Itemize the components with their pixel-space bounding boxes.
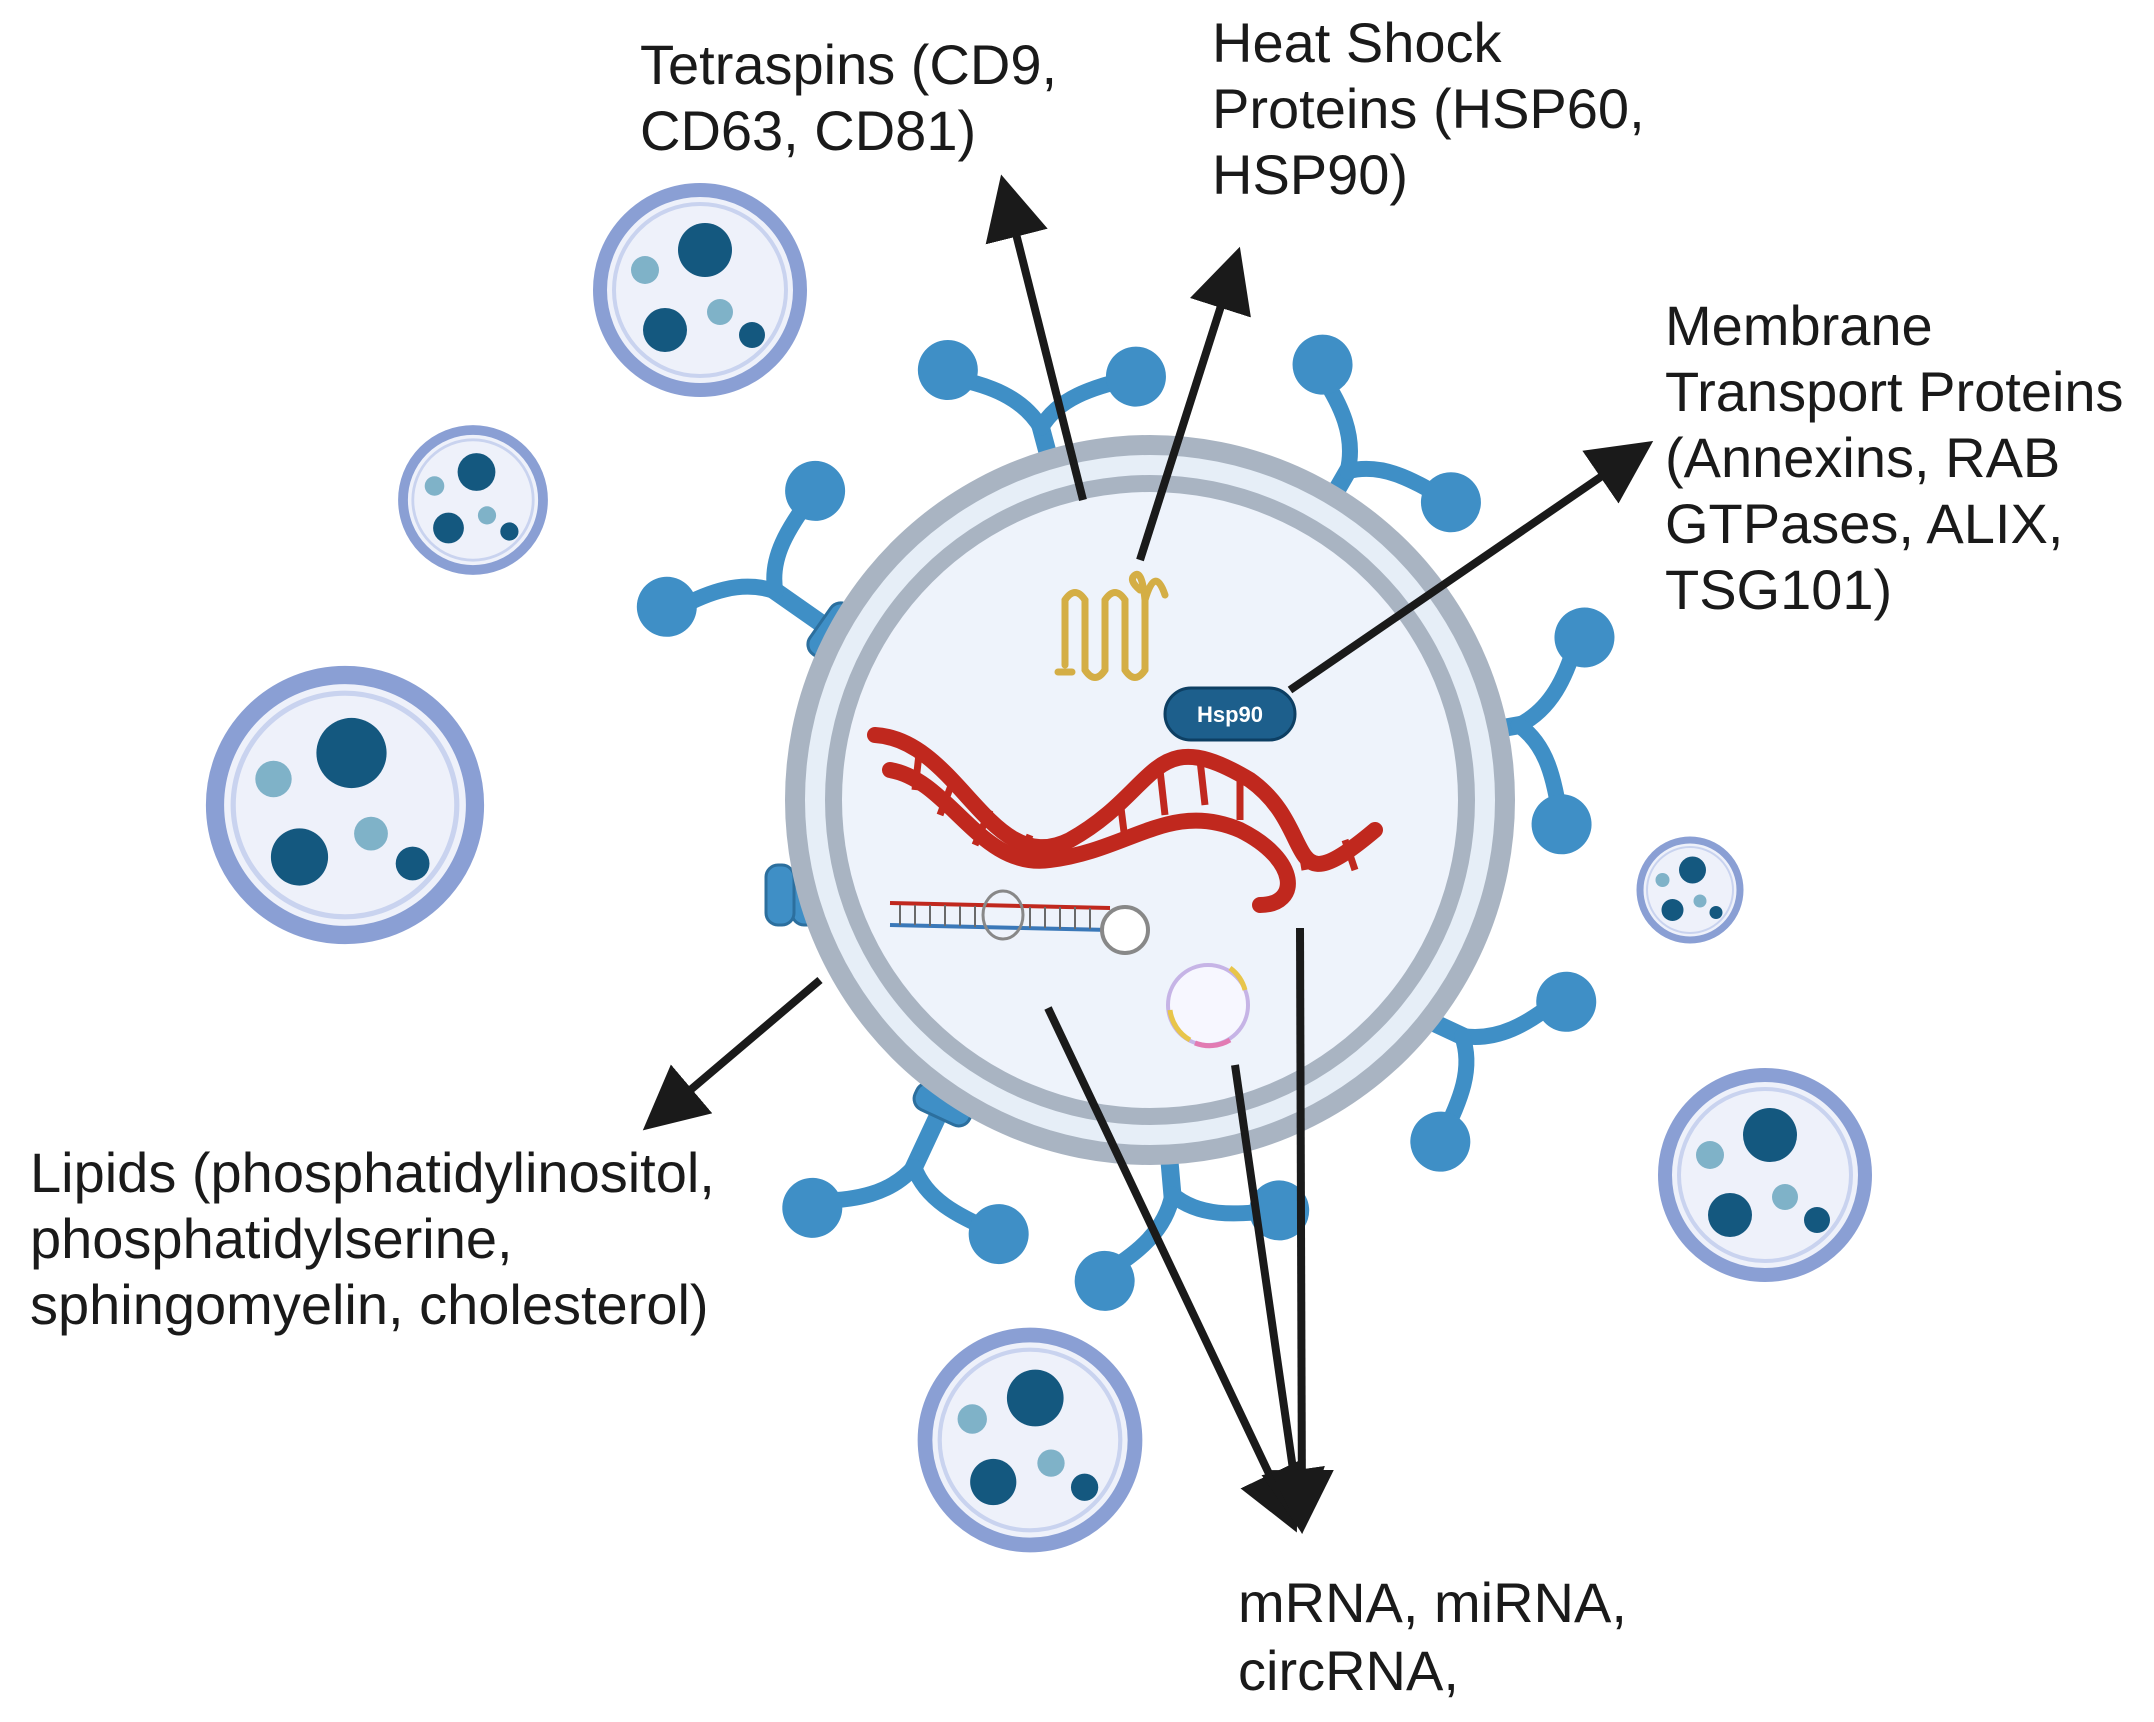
vesicle-bottom xyxy=(925,1335,1135,1545)
hsp90-badge-label: Hsp90 xyxy=(1197,702,1263,727)
heat-shock-arrow xyxy=(1136,246,1251,562)
circrna-icon xyxy=(1166,963,1250,1049)
tetraspins-arrow xyxy=(985,174,1087,501)
heat-shock-label: Heat Shock Proteins (HSP60, HSP90) xyxy=(1212,11,1660,206)
membrane-transport-arrow xyxy=(1287,440,1654,694)
vesicle-right-lower xyxy=(1665,1075,1865,1275)
membrane-transport-label: Membrane Transport Proteins (Annexins, R… xyxy=(1665,294,2139,621)
hsp90-badge: Hsp90 xyxy=(1163,686,1297,742)
rna-arrow-3 xyxy=(1269,927,1334,1534)
large-vesicle-left xyxy=(215,675,475,935)
annotation-arrows xyxy=(642,174,1654,1534)
mirna-hairpin-icon xyxy=(889,889,1150,955)
lipids-arrow xyxy=(642,976,823,1131)
small-vesicle-right xyxy=(1640,840,1740,940)
rna-arrow-1 xyxy=(1044,1006,1299,1533)
small-vesicle-top-left xyxy=(600,190,800,390)
rna-arrow-2 xyxy=(1231,1064,1325,1534)
rna-label: mRNA, miRNA, circRNA, xyxy=(1238,1571,1642,1702)
transmembrane-protein-icon xyxy=(1054,570,1169,681)
tetraspins-label: Tetraspins (CD9, CD63, CD81) xyxy=(640,33,1073,162)
lipids-label: Lipids (phosphatidylinositol, phosphatid… xyxy=(30,1141,730,1336)
dna-helix-icon xyxy=(867,727,1383,913)
exosome xyxy=(785,435,1515,1165)
small-vesicle-left-upper xyxy=(403,430,543,570)
